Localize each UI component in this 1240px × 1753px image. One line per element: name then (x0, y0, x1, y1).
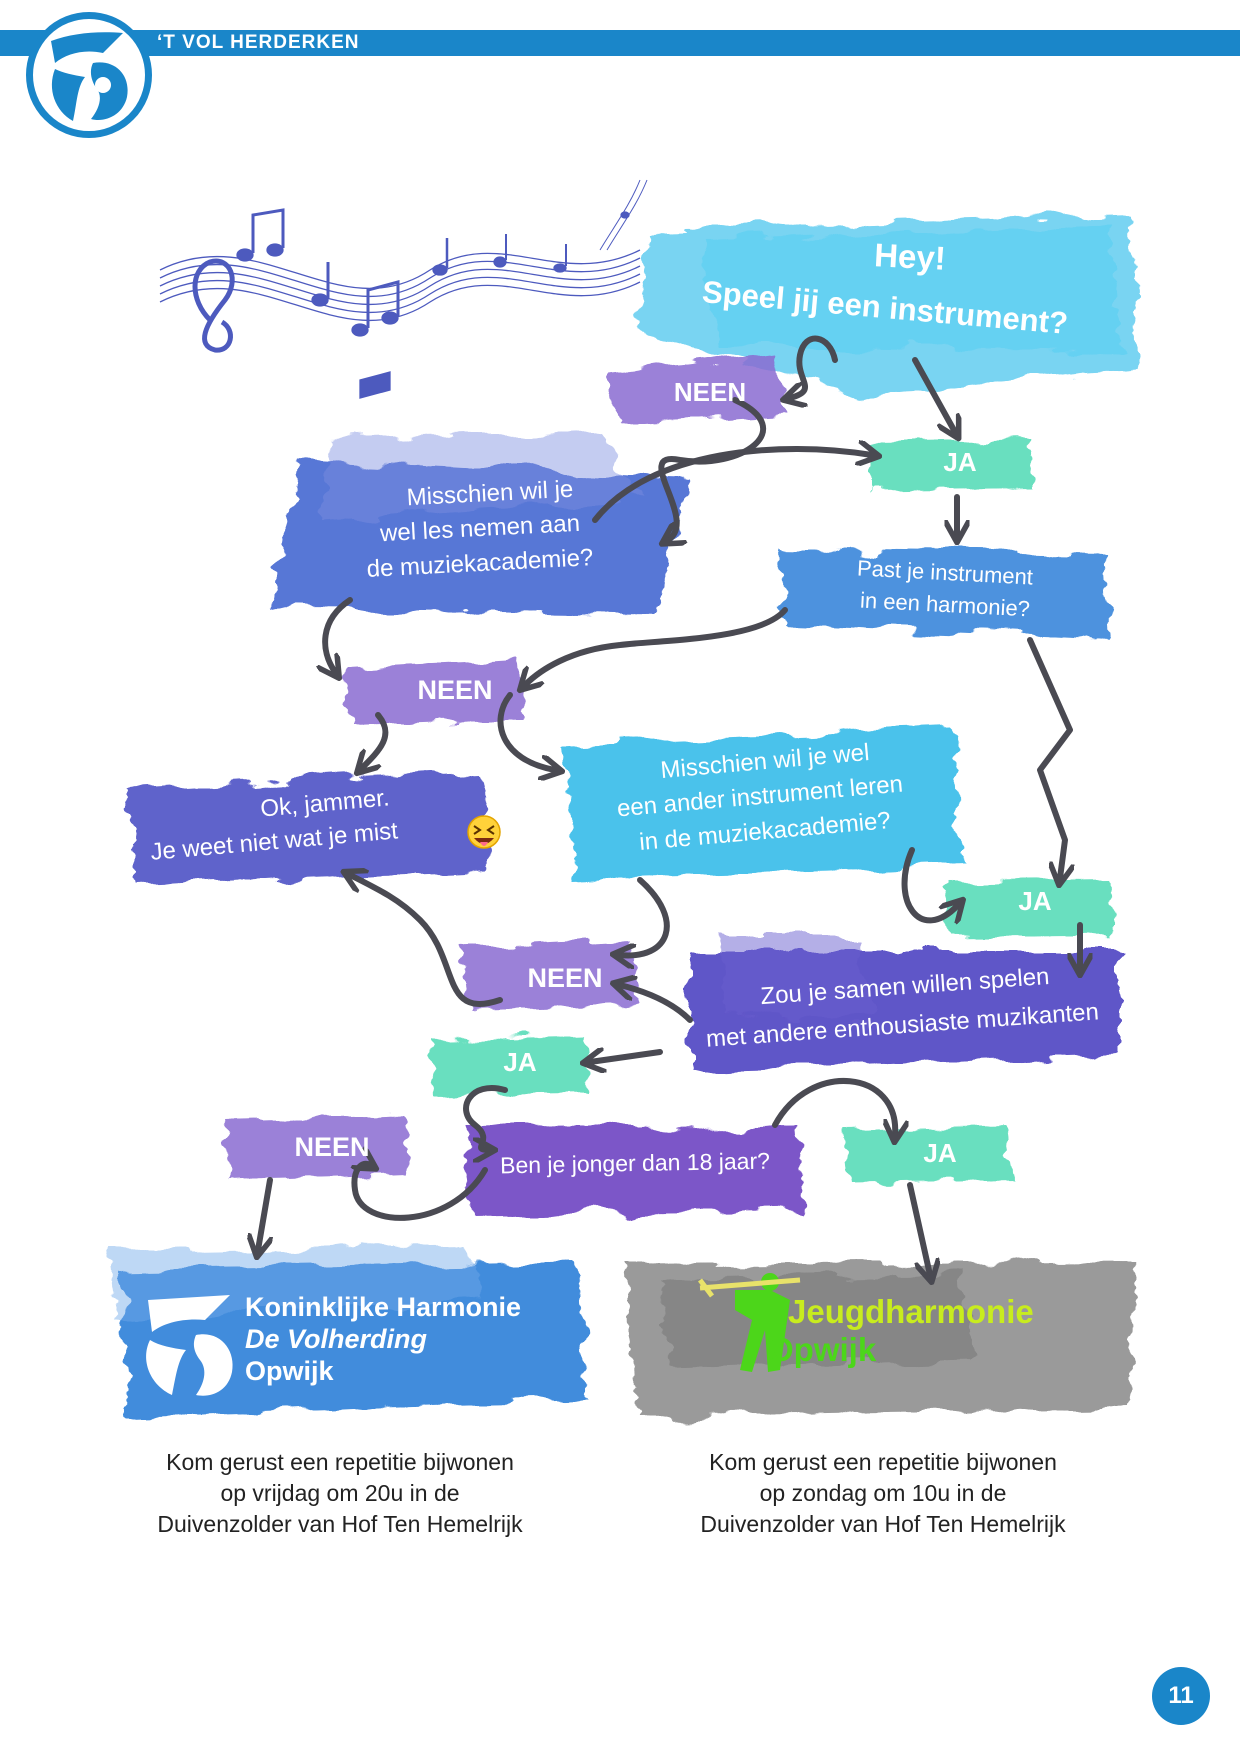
arrow-together-yes (590, 1052, 663, 1062)
caption-left-line1: Kom gerust een repetitie bijwonen (166, 1449, 514, 1475)
arrow-fits-no (525, 607, 788, 685)
caption-right-line3: Duivenzolder van Hof Ten Hemelrijk (700, 1511, 1066, 1537)
blob-start (640, 215, 1135, 395)
arrow-fits-yes (1027, 637, 1070, 878)
arrow-yes-youth (907, 1182, 930, 1275)
blob-yes-1 (870, 440, 1032, 490)
harmony-name-line2: De Volherding (245, 1324, 428, 1354)
caption-left: Kom gerust een repetitie bijwonen op vri… (130, 1447, 550, 1540)
harmony-name-line1: Koninklijke Harmonie (245, 1292, 522, 1322)
arrow-younger-yes (772, 1078, 895, 1135)
blob-younger-18 (465, 1125, 805, 1215)
no-label-3: NEEN (527, 963, 603, 993)
harmony-name-line3: Opwijk (245, 1356, 334, 1386)
arrow-no-too-bad-2 (350, 875, 503, 1007)
volherding-logo-icon (26, 12, 152, 138)
arrow-other-no (620, 877, 670, 955)
arrow-other-yes (901, 847, 958, 920)
caption-left-line2: op vrijdag om 20u in de (220, 1480, 460, 1506)
yes-label-2: JA (1018, 886, 1052, 916)
blob-no-2 (345, 660, 525, 725)
page-number: 11 (1152, 1667, 1210, 1725)
caption-left-line3: Duivenzolder van Hof Ten Hemelrijk (157, 1511, 523, 1537)
volherding-logo-icon (146, 1295, 233, 1396)
arrow-younger-no (354, 1164, 488, 1221)
blob-yes-2 (945, 880, 1112, 937)
arrow-yes-younger (463, 1085, 508, 1150)
no-label-4: NEEN (294, 1132, 370, 1162)
arrow-music-school-no (325, 597, 353, 672)
caption-right: Kom gerust een repetitie bijwonen op zon… (673, 1447, 1093, 1540)
blob-play-together (690, 935, 1120, 1072)
blob-no-1 (610, 352, 785, 425)
no-label-1: NEEN (673, 377, 747, 407)
arrow-no-music-school (658, 397, 766, 540)
arrow-start-no (790, 335, 838, 398)
yes-label-4: JA (923, 1138, 957, 1168)
trombone-player-icon (698, 1273, 801, 1372)
younger-18-question: Ben je jonger dan 18 jaar? (499, 1147, 771, 1179)
header-title: ‘T VOL HERDERKEN (157, 32, 360, 53)
blob-too-bad (125, 770, 490, 885)
arrow-music-school-yes (592, 449, 872, 523)
caption-right-line2: op zondag om 10u in de (759, 1480, 1007, 1506)
blob-fits-harmony (780, 550, 1110, 640)
laughing-emoji-icon (467, 815, 501, 849)
arrow-no-harmony (258, 1177, 273, 1250)
header-bar (0, 30, 1240, 56)
yes-label-1: JA (943, 447, 977, 477)
youth-name-line2: Opwijk (768, 1331, 877, 1368)
arrow-start-yes (912, 357, 955, 432)
blob-other-instrument (565, 730, 960, 878)
arrow-no-other (497, 692, 555, 770)
youth-name-line1: Jeugdharmonie (788, 1293, 1034, 1330)
arrows (258, 335, 1080, 1275)
no-label-2: NEEN (417, 675, 493, 705)
blob-yes-3 (430, 1036, 590, 1095)
blob-no-3 (460, 940, 640, 1010)
caption-right-line1: Kom gerust een repetitie bijwonen (709, 1449, 1057, 1475)
arrow-no-too-bad (362, 712, 389, 768)
yes-label-3: JA (503, 1047, 537, 1077)
music-notes-icon (159, 179, 648, 399)
blob-music-school (270, 430, 690, 615)
arrow-together-no (620, 985, 693, 1023)
